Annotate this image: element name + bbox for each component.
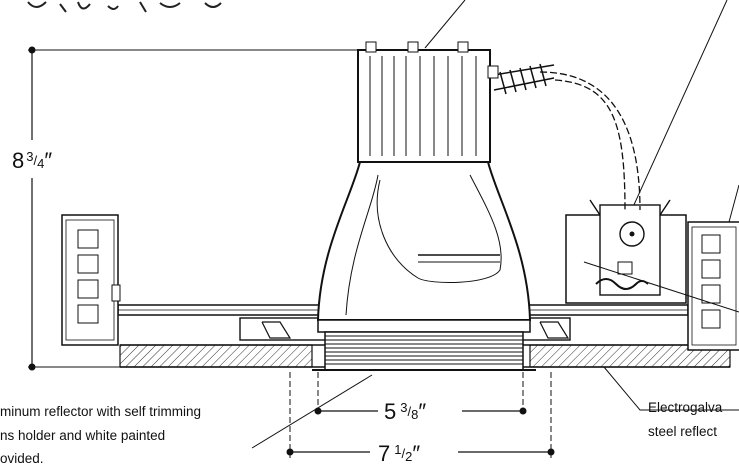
callout-left-line-2: ns holder and white painted bbox=[0, 428, 165, 443]
trim-baffle bbox=[312, 331, 536, 371]
callout-right-line-2: steel reflect bbox=[648, 424, 717, 439]
reflector-left-leader bbox=[251, 374, 373, 449]
callout-left-line-3: ovided. bbox=[0, 451, 44, 465]
junction-box bbox=[565, 199, 687, 304]
reflector-cone bbox=[316, 161, 532, 333]
left-bar-hanger bbox=[61, 214, 121, 346]
callout-left-line-1: minum reflector with self trimming bbox=[0, 404, 201, 419]
flex-conduit bbox=[493, 63, 641, 211]
driver-housing bbox=[357, 41, 499, 163]
right-bar-hanger bbox=[687, 221, 739, 351]
callout-right-line-1: Electrogalva bbox=[648, 400, 723, 415]
reflector-right-leader bbox=[603, 366, 739, 411]
